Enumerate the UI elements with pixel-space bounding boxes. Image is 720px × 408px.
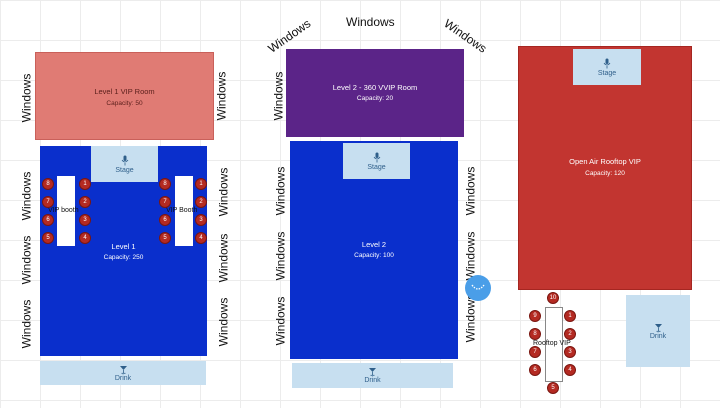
level2-stage[interactable]: Stage <box>343 143 410 179</box>
room-capacity: Capacity: 250 <box>103 254 144 261</box>
level1-vip-room[interactable]: Level 1 VIP Room Capacity: 50 <box>35 52 214 140</box>
rooftop-vip-table[interactable] <box>545 307 563 382</box>
smile-icon[interactable] <box>465 275 491 301</box>
seat[interactable]: 2 <box>195 196 207 208</box>
room-capacity: Capacity: 120 <box>585 170 625 177</box>
windows-label: Windows <box>273 166 288 216</box>
room-capacity: Capacity: 50 <box>106 100 143 107</box>
drink-label: Drink <box>649 332 667 340</box>
windows-label: Windows <box>273 231 288 281</box>
seat[interactable]: 9 <box>529 310 541 322</box>
vip-booth-table[interactable] <box>57 176 75 246</box>
rooftop-vip-room[interactable]: Open Air Rooftop VIP Capacity: 120 <box>518 46 692 290</box>
seat[interactable]: 3 <box>564 346 576 358</box>
stage-label: Stage <box>115 166 134 174</box>
windows-label: Windows <box>463 293 478 343</box>
booth-label: VIP Booth <box>166 207 198 214</box>
seat[interactable]: 8 <box>529 328 541 340</box>
seat[interactable]: 2 <box>564 328 576 340</box>
cocktail-icon <box>369 368 376 376</box>
windows-label: Windows <box>463 231 478 281</box>
seat[interactable]: 8 <box>42 178 54 190</box>
cocktail-icon <box>119 365 127 374</box>
room-name: Level 1 VIP Room <box>94 87 155 96</box>
vip-booth-table[interactable] <box>175 176 193 246</box>
room-capacity: Capacity: 100 <box>354 252 394 259</box>
level2-vvip-room[interactable]: Level 2 - 360 VVIP Room Capacity: 20 <box>286 49 464 137</box>
windows-label: Windows <box>463 166 478 216</box>
drink-label: Drink <box>364 377 381 384</box>
level1-drink-bar[interactable]: Drink <box>40 361 206 385</box>
windows-label: Windows <box>19 73 34 123</box>
seat[interactable]: 5 <box>42 232 54 244</box>
booth-label: Rooftop VIP <box>533 340 571 347</box>
rooftop-drink-bar[interactable]: Drink <box>626 295 690 367</box>
seat[interactable]: 7 <box>529 346 541 358</box>
seat[interactable]: 5 <box>547 382 559 394</box>
stage-label: Stage <box>597 69 617 77</box>
seat[interactable]: 4 <box>195 232 207 244</box>
windows-label: Windows <box>216 233 231 283</box>
windows-label: Windows <box>273 296 288 346</box>
seat[interactable]: 10 <box>547 292 559 304</box>
seat[interactable]: 5 <box>159 232 171 244</box>
room-name: Level 2 <box>361 240 387 249</box>
seat[interactable]: 6 <box>42 214 54 226</box>
cocktail-icon <box>654 323 662 332</box>
seat[interactable]: 1 <box>564 310 576 322</box>
level2-drink-bar[interactable]: Drink <box>292 363 453 388</box>
windows-label: Windows <box>214 71 229 121</box>
seat[interactable]: 3 <box>195 214 207 226</box>
seat[interactable]: 1 <box>195 178 207 190</box>
windows-label: Windows <box>216 167 231 217</box>
windows-label: Windows <box>19 235 34 285</box>
seat[interactable]: 1 <box>79 178 91 190</box>
level1-stage[interactable]: Stage <box>91 146 158 182</box>
room-name: Level 2 - 360 VVIP Room <box>332 83 418 92</box>
booth-label: VIP booth <box>48 207 79 214</box>
windows-label: Windows <box>346 15 395 29</box>
seat[interactable]: 8 <box>159 178 171 190</box>
rooftop-stage[interactable]: Stage <box>573 49 641 85</box>
seat[interactable]: 2 <box>79 196 91 208</box>
windows-label: Windows <box>19 171 34 221</box>
seat[interactable]: 3 <box>79 214 91 226</box>
seat[interactable]: 4 <box>564 364 576 376</box>
seat[interactable]: 7 <box>42 196 54 208</box>
microphone-icon <box>373 152 380 162</box>
windows-label: Windows <box>19 299 34 349</box>
seat[interactable]: 4 <box>79 232 91 244</box>
drink-label: Drink <box>114 374 132 382</box>
stage-label: Stage <box>367 163 386 171</box>
seat[interactable]: 6 <box>529 364 541 376</box>
windows-label: Windows <box>271 71 286 121</box>
room-name: Level 1 <box>111 242 136 251</box>
room-name: Open Air Rooftop VIP <box>569 157 641 166</box>
microphone-icon <box>603 58 611 68</box>
windows-label: Windows <box>216 297 231 347</box>
room-capacity: Capacity: 20 <box>356 95 394 102</box>
seat[interactable]: 7 <box>159 196 171 208</box>
microphone-icon <box>121 155 128 165</box>
seat[interactable]: 6 <box>159 214 171 226</box>
